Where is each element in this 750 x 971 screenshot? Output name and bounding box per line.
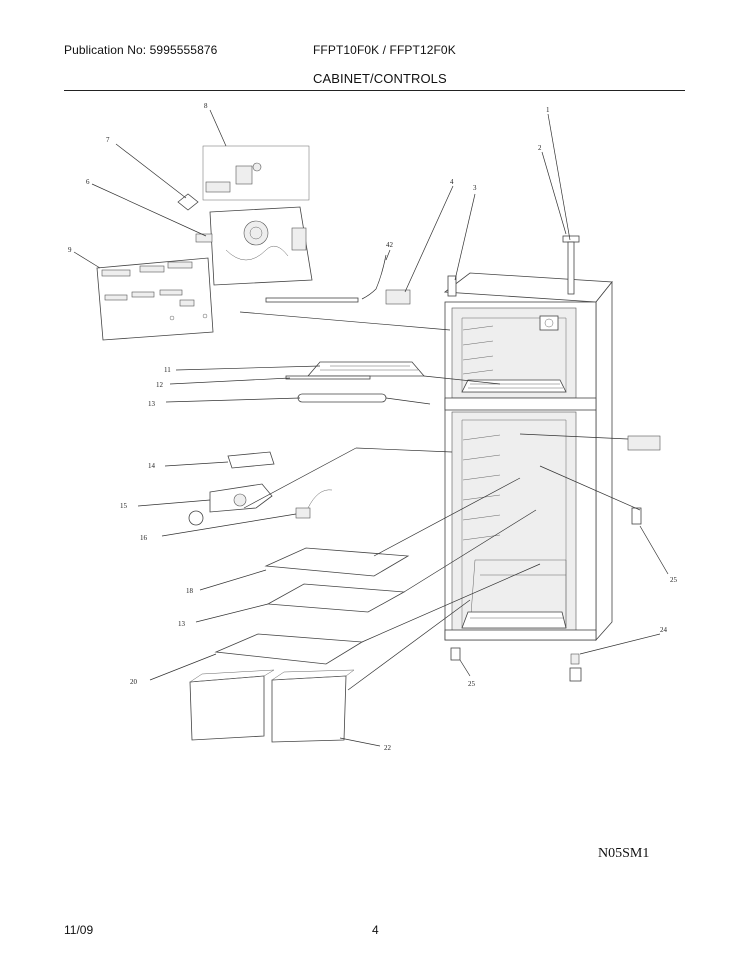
page-number: 4	[372, 923, 379, 937]
freezer-shelf-parts	[285, 361, 425, 403]
callout-19: 13	[178, 620, 186, 628]
callout-22: 22	[384, 744, 392, 752]
callout-7: 7	[106, 136, 110, 144]
section-title: CABINET/CONTROLS	[313, 71, 447, 86]
callout-labels: 1 2 3 4 6 7 8 9 42 11 12 13 14 15 16 18 …	[68, 102, 678, 752]
diagram-code: N05SM1	[598, 846, 650, 861]
callout-14: 14	[148, 462, 156, 470]
leader-lines	[73, 109, 669, 747]
model-numbers: FFPT10F0K / FFPT12F0K	[313, 43, 456, 57]
callout-42: 42	[386, 241, 394, 249]
shelf-rails	[462, 434, 501, 541]
callout-16: 16	[140, 534, 148, 542]
callout-13: 13	[148, 400, 156, 408]
callout-25-bracket: 25	[670, 576, 678, 584]
callout-8: 8	[204, 102, 208, 110]
control-panel-liner	[96, 257, 214, 341]
callout-12: 12	[156, 381, 164, 389]
footer-date: 11/09	[64, 923, 94, 937]
header-rule	[64, 90, 685, 91]
callout-2: 2	[538, 144, 542, 152]
callout-20: 20	[130, 678, 138, 686]
callout-1: 1	[546, 106, 550, 114]
callout-11: 11	[164, 366, 171, 374]
callout-4: 4	[450, 178, 454, 186]
crisper-drawers	[189, 669, 355, 743]
heater-wire	[265, 254, 411, 305]
glass-shelves	[214, 547, 410, 665]
callout-9: 9	[68, 246, 72, 254]
callout-25-foot: 25	[468, 680, 476, 688]
control-housing	[177, 145, 313, 286]
callout-18: 18	[186, 587, 194, 595]
light-assembly	[188, 451, 333, 526]
callout-3: 3	[473, 184, 477, 192]
callout-6: 6	[86, 178, 90, 186]
callout-15: 15	[120, 502, 128, 510]
callout-24: 24	[660, 626, 668, 634]
publication-number: Publication No: 5995555876	[64, 43, 218, 57]
refrigerator-cabinet	[443, 235, 661, 682]
